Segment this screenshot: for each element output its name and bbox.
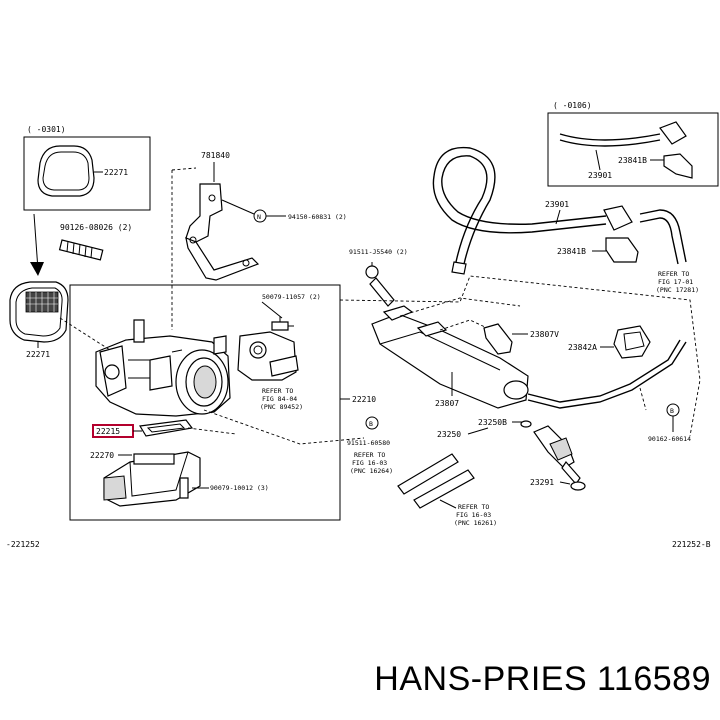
callout-90162: 90162-60614 [648, 435, 691, 443]
callout-23841b-inset: 23841B [618, 156, 647, 165]
throttle-body [95, 319, 231, 417]
fuel-injector [533, 425, 581, 485]
idle-air-control-valve [103, 451, 201, 507]
callout-90126: 90126-08026 (2) [60, 223, 132, 232]
diagram-code-right: 221252-B [672, 540, 711, 549]
callout-90079: 90079-10012 (3) [210, 484, 269, 492]
callout-23250: 23250 [437, 430, 461, 439]
callout-23807: 23807 [435, 399, 459, 408]
fuel-delivery-pipe [371, 305, 529, 409]
callout-91511b: 91511-J5540 (2) [349, 248, 408, 256]
callout-23841b-main: 23841B [557, 247, 586, 256]
callout-22215: 22215 [96, 427, 120, 436]
throttle-position-sensor [237, 331, 299, 381]
refer1-line3: (PNC 89452) [260, 403, 303, 411]
callout-91511: 91511-60580 [347, 439, 390, 447]
arrow-down-icon [30, 262, 44, 276]
bracket-781840 [185, 183, 260, 281]
refer4-line2: FIG 16-03 [456, 511, 491, 519]
brand-part-number: HANS-PRIES 116589 [374, 660, 711, 698]
gasket-inset-box [23, 136, 151, 211]
callout-22271-left: 22271 [26, 350, 50, 359]
callout-23901-inset: 23901 [588, 171, 612, 180]
throttle-body-box [69, 284, 341, 521]
callout-23842a: 23842A [568, 343, 597, 352]
circle-b-marker-1 [365, 416, 379, 430]
refer3-line2: FIG 16-03 [352, 459, 387, 467]
callout-23291: 23291 [530, 478, 554, 487]
svg-text:B: B [369, 420, 373, 428]
refer4-line3: (PNC 16261) [454, 519, 497, 527]
refer2-line3: (PNC 17281) [656, 286, 699, 294]
vacuum-sensing-valve [483, 323, 513, 355]
svg-text:B: B [670, 407, 674, 415]
callout-23901-main: 23901 [545, 200, 569, 209]
svg-text:N: N [257, 213, 261, 221]
hose-fitting-inset [659, 121, 687, 145]
callout-781840: 781840 [201, 151, 230, 160]
fuel-hose-23901 [432, 146, 633, 275]
callout-0301: ( -0301) [27, 125, 66, 134]
clamp-23842a [613, 325, 651, 359]
callout-94150: 94150-60831 (2) [288, 213, 347, 221]
retainer-23841b [605, 237, 639, 263]
refer1-line2: FIG 84-04 [262, 395, 297, 403]
refer2-line2: FIG 17-01 [658, 278, 693, 286]
gasket-22271-inset [37, 145, 95, 197]
callout-0106: ( -0106) [553, 101, 592, 110]
refer1-line1: REFER TO [262, 387, 293, 395]
refer3-line1: REFER TO [354, 451, 385, 459]
refer2-line1: REFER TO [658, 270, 689, 278]
callout-23250b: 23250B [478, 418, 507, 427]
callout-22210: 22210 [352, 395, 376, 404]
callout-50079: 50079-11057 (2) [262, 293, 321, 301]
diagram-code-left: -221252 [6, 540, 40, 549]
refer3-line3: (PNC 16264) [350, 467, 393, 475]
callout-23807v: 23807V [530, 330, 559, 339]
callout-22271-top: 22271 [104, 168, 128, 177]
callout-22270: 22270 [90, 451, 114, 460]
hose-inset-box [547, 112, 719, 187]
refer4-line1: REFER TO [458, 503, 489, 511]
